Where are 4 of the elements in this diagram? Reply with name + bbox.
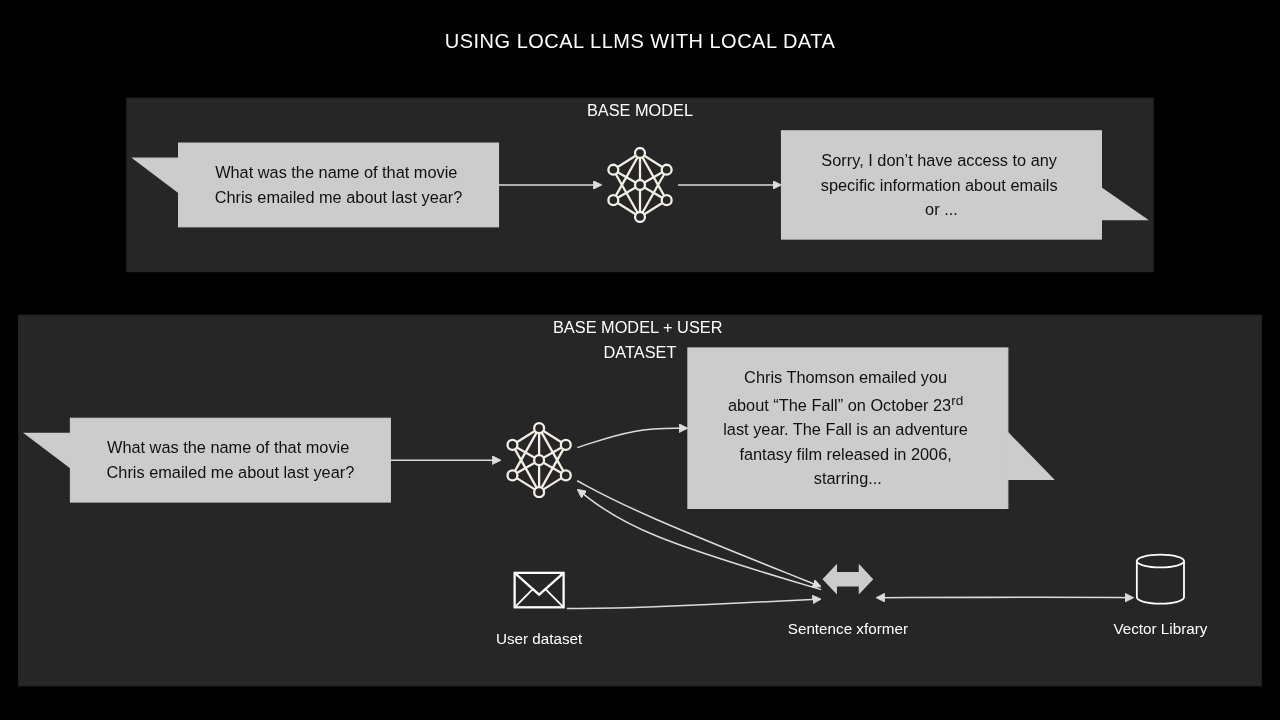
diagram-title: USING LOCAL LLMS WITH LOCAL DATA: [443, 30, 837, 53]
arrow: [875, 592, 1135, 603]
arrow: [566, 594, 822, 610]
arrow: [677, 180, 782, 190]
